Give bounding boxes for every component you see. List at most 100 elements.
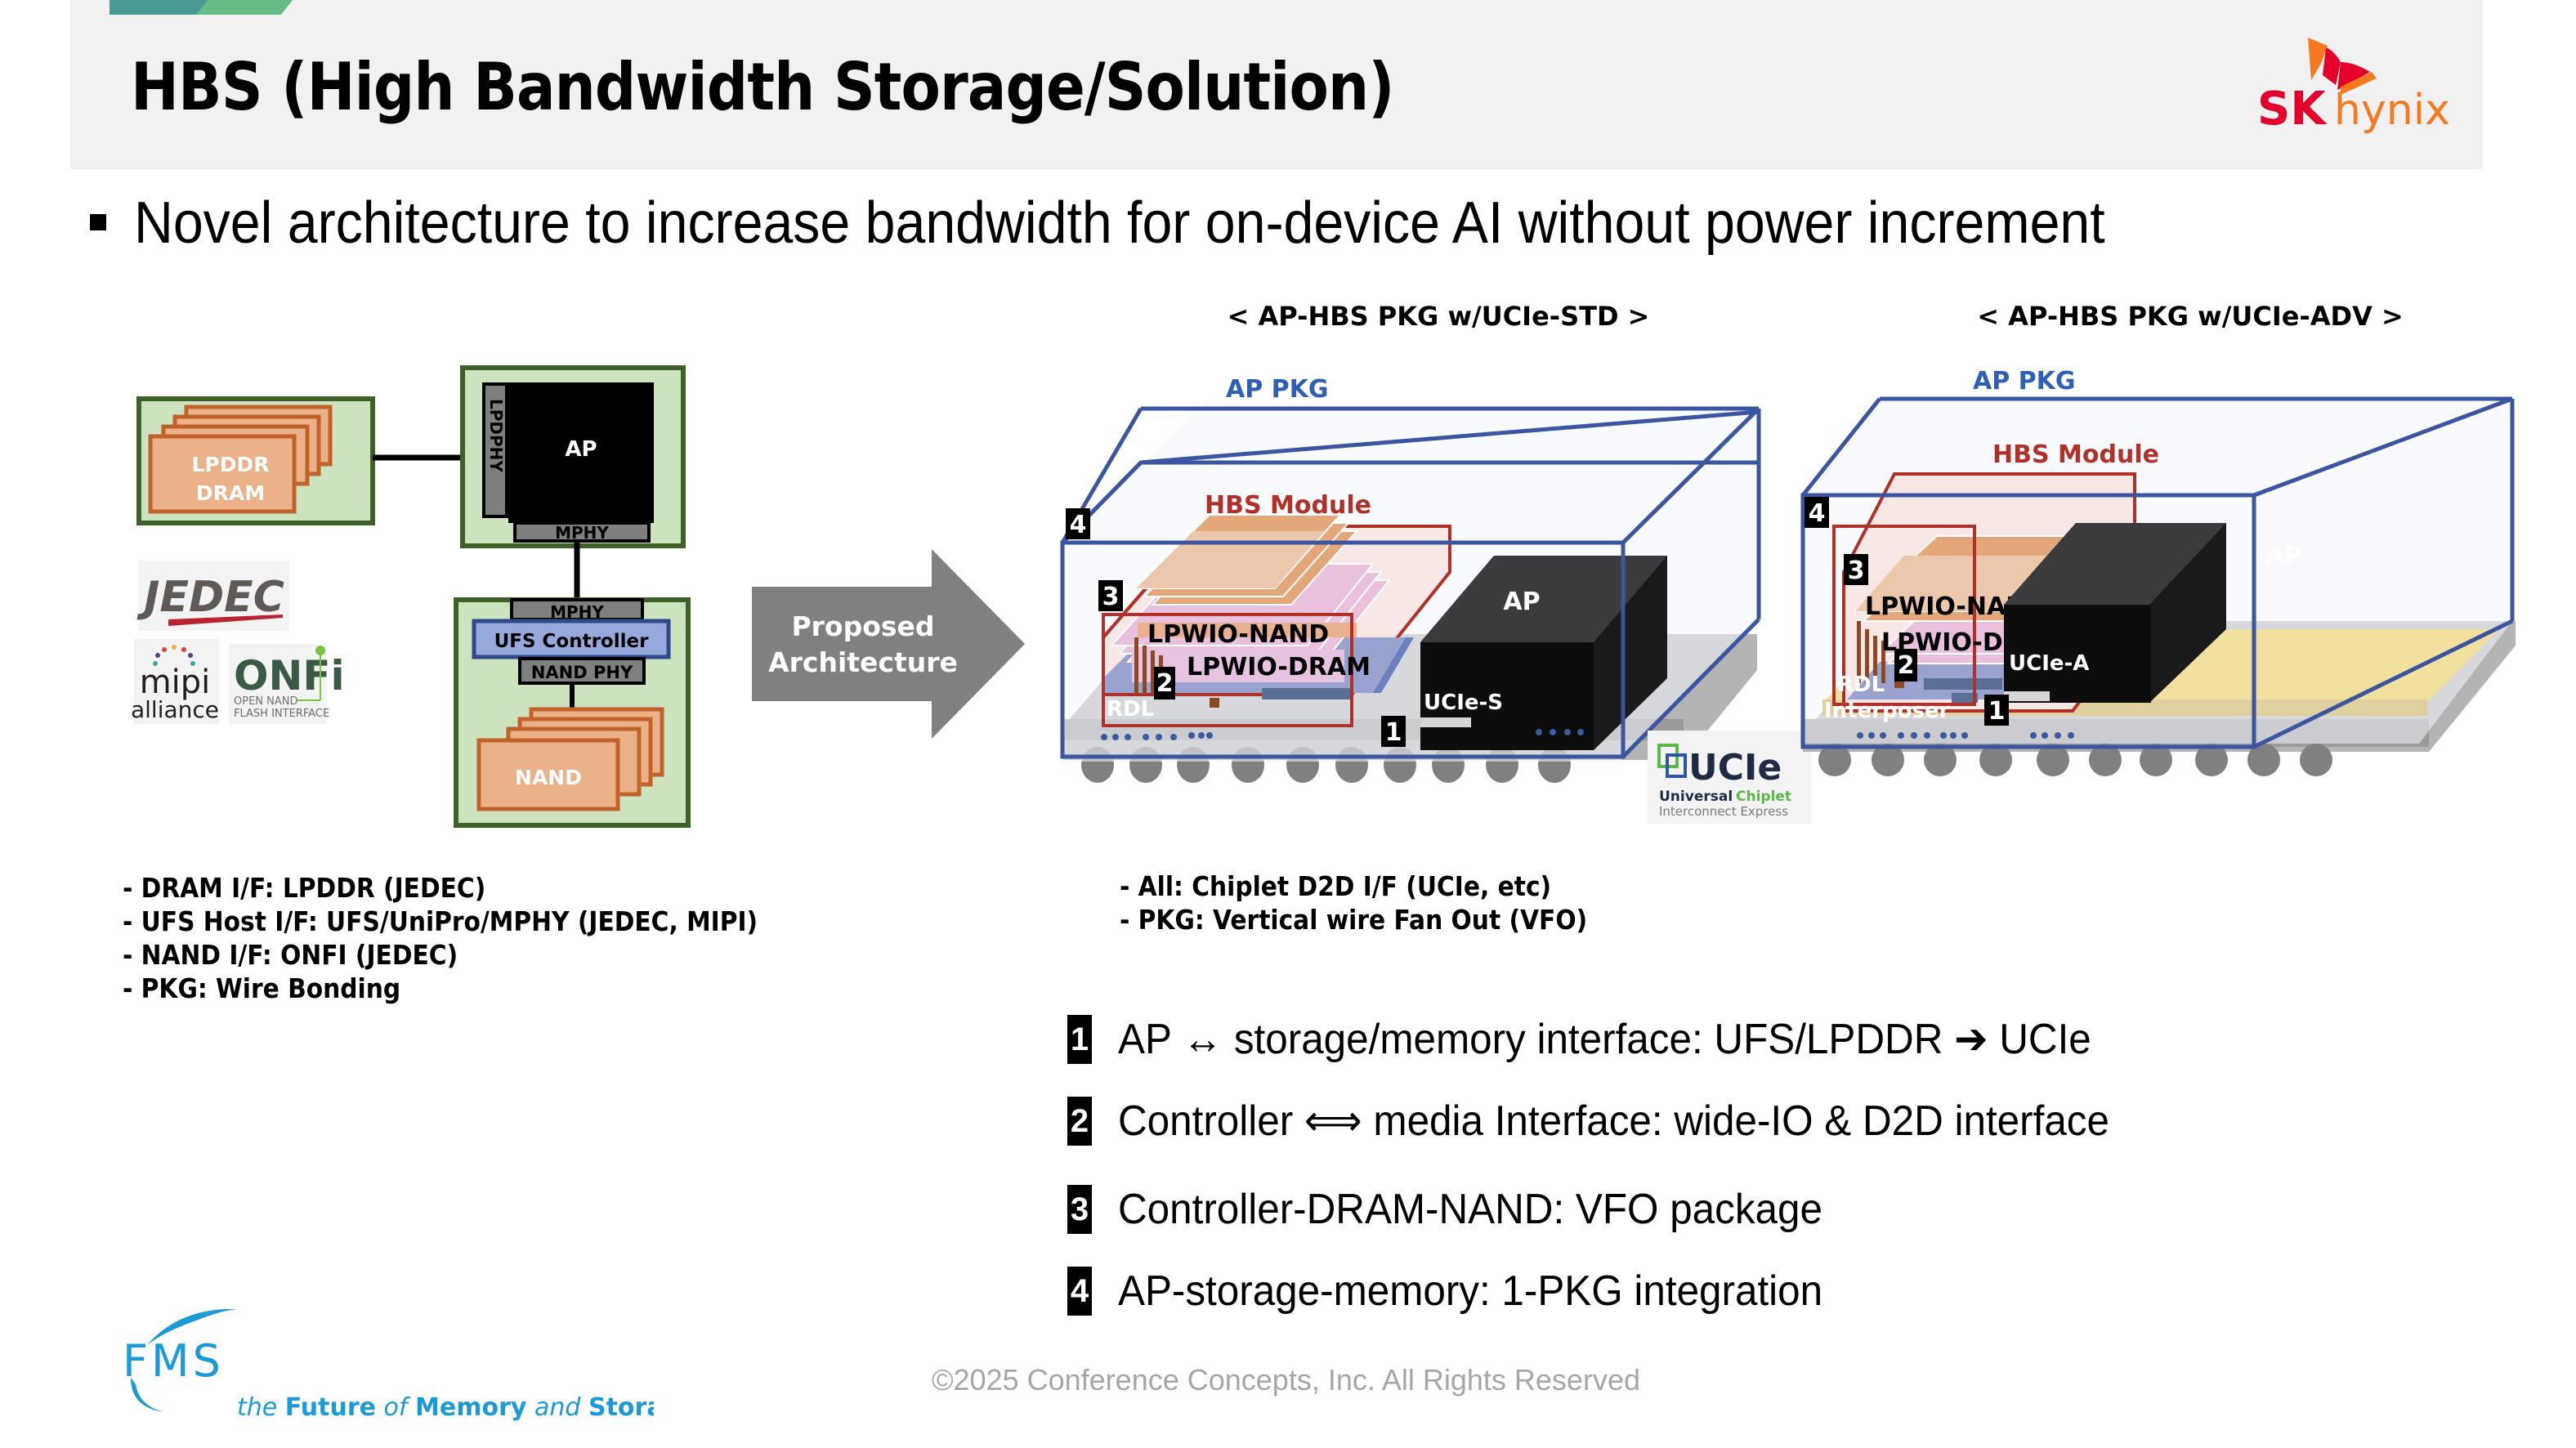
ufs-mphy-label: MPHY: [550, 602, 604, 622]
pkg-std-marker-4: 4: [1066, 508, 1090, 539]
pkg-std-nand-label: LPWIO-NAND: [1147, 620, 1329, 649]
pkg-adv-ap-label: AP: [2265, 542, 2301, 570]
numbered-item-2: 2 Controller ⟺ media Interface: wide-IO …: [1067, 1095, 2162, 1147]
lpdphy-label: LPDPHY: [486, 399, 506, 472]
svg-text:JEDEC: JEDEC: [136, 573, 284, 622]
numbered-item-1: 1 AP ↔ storage/memory interface: UFS/LPD…: [1067, 1013, 2142, 1066]
arrow-label-line1: Proposed: [791, 610, 934, 642]
note-item: - All: Chiplet D2D I/F (UCIe, etc): [1120, 870, 1552, 902]
note-item: - PKG: Wire Bonding: [123, 972, 401, 1004]
ap-module: LPDPHY AP MPHY: [460, 365, 686, 548]
numbered-item-3: 3 Controller-DRAM-NAND: VFO package: [1067, 1183, 1859, 1236]
pkg-adv-marker-1: 1: [1984, 695, 2009, 726]
numbered-item-text: Controller-DRAM-NAND: VFO package: [1118, 1186, 1822, 1233]
pkg-std-rdl-label: RDL: [1107, 697, 1154, 722]
micro-bumps: [1857, 732, 2074, 739]
number-badge: 4: [1067, 1267, 1092, 1316]
header-band: [70, 0, 2483, 169]
ufs-controller-label: UFS Controller: [494, 631, 650, 652]
pkg-adv-ap-pkg-label: AP PKG: [1973, 367, 2076, 396]
pkg-std-marker-2: 2: [1154, 667, 1175, 699]
onfi-line1: OPEN NAND: [234, 695, 298, 708]
ucie-line1a: Universal: [1659, 789, 1733, 805]
mipi-text: mipi: [140, 664, 211, 701]
dram-label-line2: DRAM: [196, 481, 265, 505]
ufs-module: MPHY UFS Controller NAND PHY NAND: [454, 597, 691, 828]
pkg-adv-ucie-label: UCIe-A: [2009, 651, 2089, 676]
fms-tagline: the Future of Memory and Storage: [237, 1393, 654, 1422]
pkg-adv-marker-2: 2: [1894, 649, 1917, 682]
accent-stripe-teal: [110, 0, 214, 15]
numbered-item-text: AP-storage-memory: 1-PKG integration: [1118, 1267, 1823, 1315]
hynix-text: hynix: [2334, 86, 2450, 135]
svg-text:3: 3: [1848, 556, 1865, 585]
sk-text: SK: [2257, 83, 2328, 136]
number-badge: 2: [1067, 1097, 1092, 1146]
pkg-adv-rdl-label: RDL: [1837, 673, 1885, 697]
fms-mark: FMS: [123, 1335, 224, 1387]
pkg-adv-hbs-module-label: HBS Module: [1992, 440, 2159, 469]
alliance-text: alliance: [131, 696, 219, 723]
copyright-notice: ©2025 Conference Concepts, Inc. All Righ…: [932, 1363, 1640, 1397]
solder-balls: [1818, 744, 2332, 776]
proposed-interface-notes: - All: Chiplet D2D I/F (UCIe, etc) - PKG…: [1120, 869, 1587, 936]
pkg-std-ap-label: AP: [1503, 588, 1540, 616]
jedec-logo: JEDEC: [136, 561, 289, 631]
pkg-std-diagram: < AP-HBS PKG w/UCIe-STD > AP PKG: [1060, 301, 1761, 783]
ucie-line1b: Chiplet: [1736, 789, 1791, 805]
pkg-adv-diagram: < AP-HBS PKG w/UCIe-ADV > AP PKG: [1800, 301, 2516, 776]
pkg-adv-marker-4: 4: [1805, 497, 1829, 528]
svg-text:1: 1: [1988, 697, 2006, 726]
note-item: - NAND I/F: ONFI (JEDEC): [123, 939, 458, 971]
pkg-std-marker-1: 1: [1381, 716, 1406, 747]
onfi-mark: ONFi: [234, 652, 345, 699]
svg-text:3: 3: [1102, 583, 1120, 611]
nand-phy-label: NAND PHY: [531, 663, 633, 682]
ap-mphy-label: MPHY: [555, 523, 609, 543]
page-title: HBS (High Bandwidth Storage/Solution): [131, 49, 1394, 125]
pkg-adv-marker-3: 3: [1844, 554, 1868, 585]
pkg-std-marker-3: 3: [1098, 580, 1123, 611]
number-badge: 3: [1067, 1185, 1092, 1234]
numbered-item-text: AP ↔ storage/memory interface: UFS/LPDDR…: [1118, 1016, 2091, 1063]
pkg-std-ap-pkg-label: AP PKG: [1226, 375, 1329, 404]
dram-label-line1: LPDDR: [191, 453, 269, 476]
note-item: - PKG: Vertical wire Fan Out (VFO): [1120, 904, 1588, 936]
ucie-line2: Interconnect Express: [1659, 804, 1788, 819]
note-item: - UFS Host I/F: UFS/UniPro/MPHY (JEDEC, …: [123, 905, 758, 937]
legacy-interface-notes: - DRAM I/F: LPDDR (JEDEC) - UFS Host I/F…: [123, 871, 758, 1005]
ucie-mark: UCIe: [1688, 747, 1782, 789]
pkg-adv-title: < AP-HBS PKG w/UCIe-ADV >: [1977, 301, 2404, 332]
svg-text:1: 1: [1385, 718, 1402, 747]
onfi-line2: FLASH INTERFACE: [234, 708, 329, 720]
mipi-logo: mipi alliance: [131, 639, 219, 724]
fms-logo: FMS the Future of Memory and Storage: [123, 1308, 654, 1422]
note-item: - DRAM I/F: LPDDR (JEDEC): [123, 872, 486, 904]
sk-hynix-logo: SK hynix: [2257, 38, 2450, 136]
numbered-item-4: 4 AP-storage-memory: 1-PKG integration: [1067, 1265, 1859, 1317]
pkg-std-ucie-label: UCIe-S: [1424, 690, 1503, 715]
numbered-item-text: Controller ⟺ media Interface: wide-IO & …: [1118, 1097, 2109, 1145]
svg-text:4: 4: [1809, 499, 1826, 528]
sk-butterfly-icon: [2308, 38, 2377, 95]
nand-label: NAND: [515, 766, 582, 789]
arrow-label-line2: Architecture: [768, 646, 958, 678]
pkg-std-dram-label: LPWIO-DRAM: [1187, 653, 1371, 682]
ap-label: AP: [565, 437, 597, 462]
pkg-adv-interposer-label: Interposer: [1824, 699, 1950, 723]
svg-text:4: 4: [1070, 511, 1087, 539]
onfi-logo: ONFi OPEN NAND FLASH INTERFACE: [229, 644, 345, 724]
dram-module: LPDDR DRAM: [136, 396, 375, 525]
proposed-architecture-arrow: Proposed Architecture: [752, 549, 1025, 739]
accent-stripe-green: [196, 0, 293, 15]
legacy-architecture-diagram: LPDDR DRAM LPDPHY AP MPHY MPHY UFS Contr…: [131, 365, 691, 828]
svg-text:2: 2: [1898, 651, 1915, 680]
pkg-std-title: < AP-HBS PKG w/UCIe-STD >: [1228, 301, 1650, 332]
lead-statement: Novel architecture to increase bandwidth…: [134, 190, 2105, 256]
pkg-std-hbs-module-label: HBS Module: [1205, 491, 1371, 520]
svg-text:2: 2: [1156, 669, 1174, 698]
square-bullet-icon: [90, 214, 106, 230]
micro-bumps: [1101, 729, 1584, 740]
number-badge: 1: [1067, 1015, 1092, 1064]
